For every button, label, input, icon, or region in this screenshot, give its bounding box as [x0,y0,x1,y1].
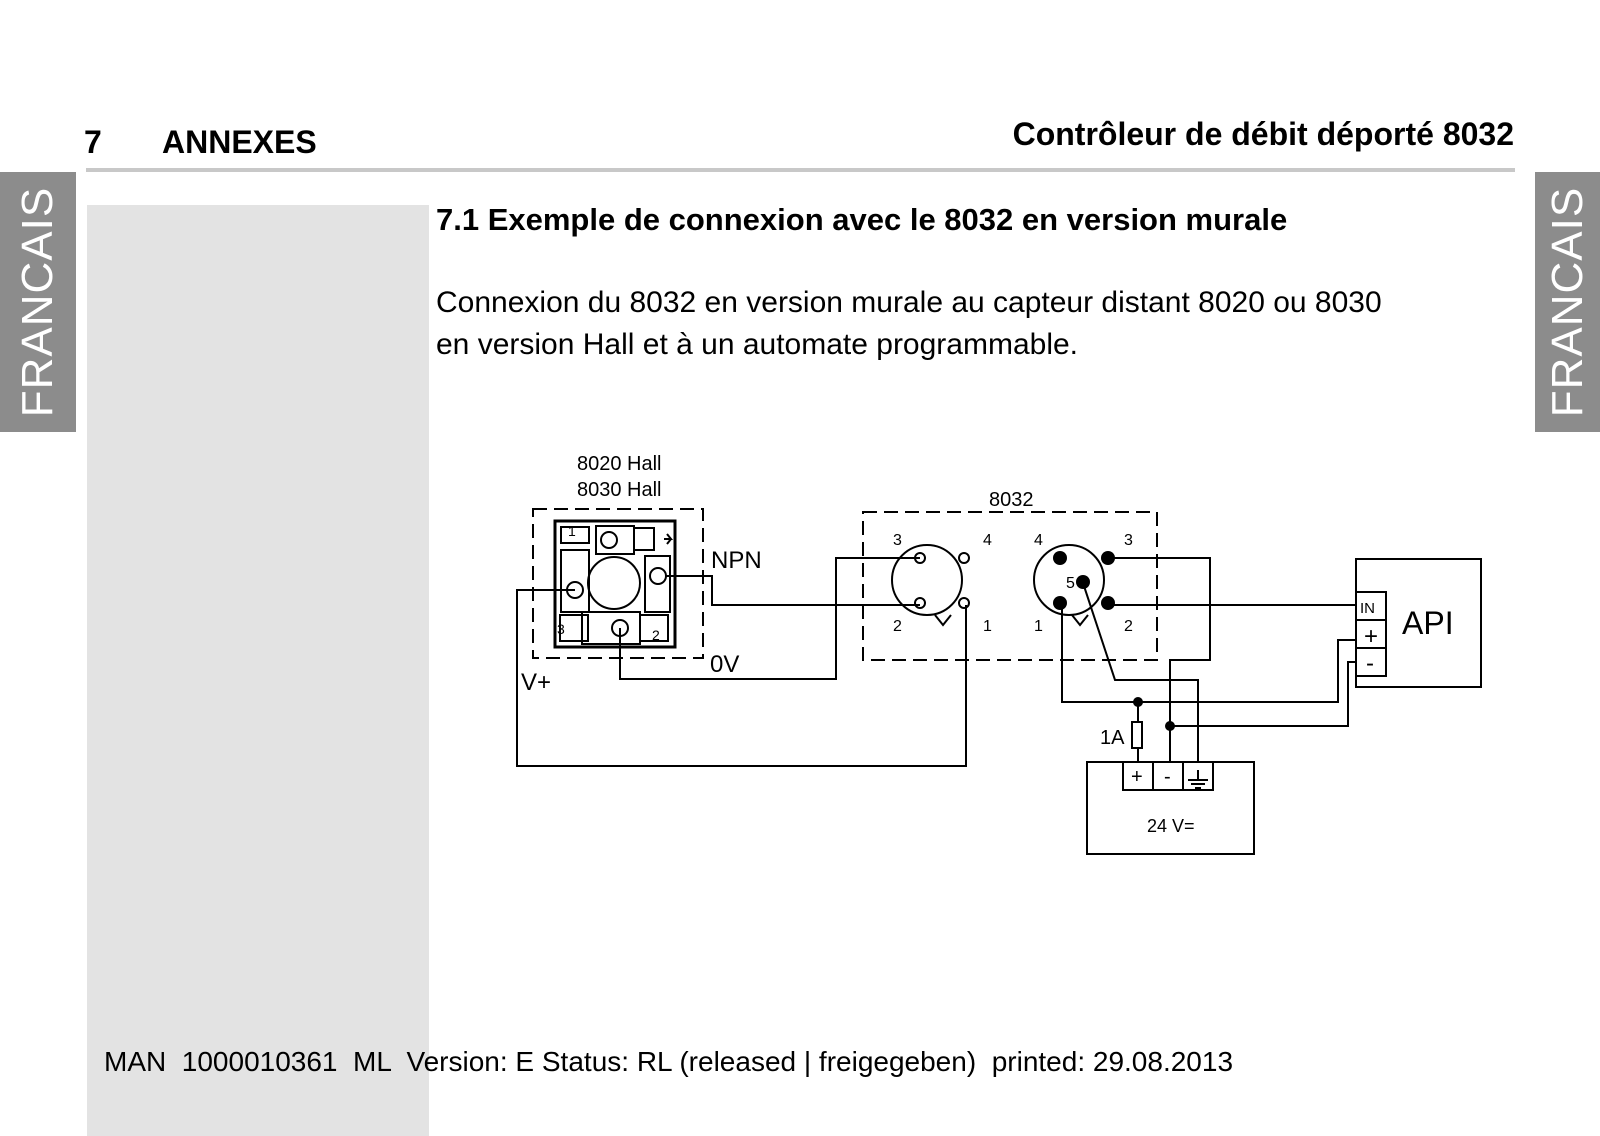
intro-line-1: Connexion du 8032 en version murale au c… [436,286,1382,319]
wire-negative [1170,661,1356,727]
left-connector [891,544,963,616]
section-title: 7.1 Exemple de connexion avec le 8032 en… [436,202,1288,237]
sensor-pin-1: 1 [568,523,576,539]
chapter-number: 7 [84,124,102,160]
sensor-pin-3: 3 [557,621,565,637]
psu-label: 24 V= [1147,816,1195,836]
wire-npn [666,575,920,606]
wire-pin5 [1082,582,1199,762]
left-connector-pin-1: 1 [983,618,992,635]
controller-dashed-frame [862,511,1158,661]
wire-pin1 [1061,603,1356,703]
sensor-pin-2: 2 [652,627,660,643]
0v-label: 0V [710,651,739,678]
right-connector-pin-5: 5 [1066,575,1075,592]
vplus-label: V+ [521,669,551,696]
right-connector [1033,544,1105,616]
controller-label: 8032 [989,489,1034,511]
right-connector-pin-2: 2 [1124,618,1133,635]
npn-label: NPN [711,547,762,574]
wire-0v [619,557,920,680]
chapter-title: ANNEXES [162,124,317,160]
plc-label: API [1402,605,1454,641]
margin-column [87,205,429,1136]
psu-minus: - [1164,766,1171,788]
wire-vplus [516,589,967,767]
fuse-label: 1A [1100,727,1125,749]
header-divider [86,168,1515,172]
left-connector-pin-3: 3 [893,532,902,549]
language-tab-right: FRANCAIS [1535,172,1600,432]
left-connector-pin-4: 4 [983,532,992,549]
sensor-body [553,519,677,649]
sensor-label-1: 8020 Hall [577,453,662,475]
psu-plus: + [1131,766,1143,788]
plc-plus: + [1364,623,1378,650]
right-connector-pin-3: 3 [1124,532,1133,549]
document-title: Contrôleur de débit déporté 8032 [1012,116,1514,152]
right-connector-pin-4: 4 [1034,532,1043,549]
plc-minus: - [1366,650,1374,677]
wire-pin3 [1110,557,1211,726]
sensor-dashed-frame [532,508,704,659]
footer-metadata: MAN 1000010361 ML Version: E Status: RL … [104,1046,1234,1077]
intro-paragraph: Connexion du 8032 en version murale au c… [436,282,1516,366]
left-connector-pin-2: 2 [893,618,902,635]
intro-line-2: en version Hall et à un automate program… [436,328,1079,361]
right-connector-pin-1: 1 [1034,618,1043,635]
plc-in: IN [1360,600,1375,617]
sensor-label-2: 8030 Hall [577,479,662,501]
language-tab-left: FRANCAIS [0,172,76,432]
fuse [1131,721,1143,749]
